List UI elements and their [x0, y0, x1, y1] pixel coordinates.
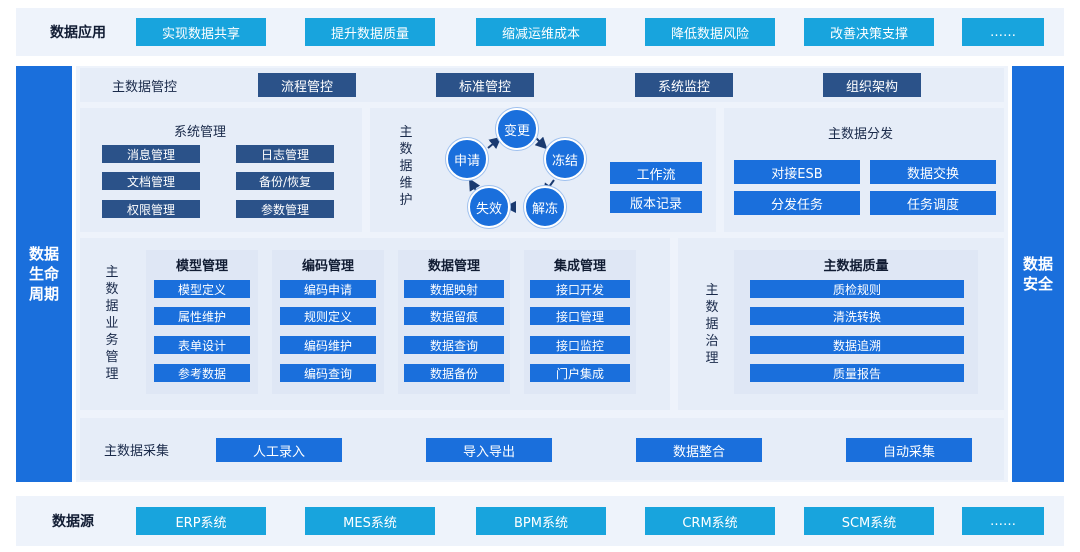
- integration-item-2[interactable]: 接口监控: [530, 336, 630, 354]
- control-item-2[interactable]: 系统监控: [635, 73, 733, 97]
- lifecycle-sidebar: 数据 生命 周期: [16, 66, 72, 482]
- collection-item-2[interactable]: 数据整合: [636, 438, 762, 462]
- cycle-invalid[interactable]: 失效: [468, 186, 510, 228]
- source-item-1[interactable]: MES系统: [305, 507, 435, 535]
- collection-item-1[interactable]: 导入导出: [426, 438, 552, 462]
- collection-item-3[interactable]: 自动采集: [846, 438, 972, 462]
- system-item-4[interactable]: 权限管理: [102, 200, 200, 218]
- integration-item-3[interactable]: 门户集成: [530, 364, 630, 382]
- data-application-title: 数据应用: [50, 25, 106, 41]
- model-item-1[interactable]: 属性维护: [154, 307, 250, 325]
- data-item-1[interactable]: 数据留痕: [404, 307, 504, 325]
- integration-item-1[interactable]: 接口管理: [530, 307, 630, 325]
- system-item-3[interactable]: 备份/恢复: [236, 172, 334, 190]
- top-item-5[interactable]: ……: [962, 18, 1044, 46]
- quality-item-1[interactable]: 清洗转换: [750, 307, 964, 325]
- security-label: 数据 安全: [1022, 255, 1053, 293]
- cycle-apply[interactable]: 申请: [446, 138, 488, 180]
- model-item-3[interactable]: 参考数据: [154, 364, 250, 382]
- top-item-0[interactable]: 实现数据共享: [136, 18, 266, 46]
- source-item-0[interactable]: ERP系统: [136, 507, 266, 535]
- top-item-4[interactable]: 改善决策支撑: [804, 18, 934, 46]
- control-item-1[interactable]: 标准管控: [436, 73, 534, 97]
- source-item-5[interactable]: ……: [962, 507, 1044, 535]
- quality-item-2[interactable]: 数据追溯: [750, 336, 964, 354]
- data-item-2[interactable]: 数据查询: [404, 336, 504, 354]
- integration-item-0[interactable]: 接口开发: [530, 280, 630, 298]
- governance-vertical-label: 主 数 据 治 理: [705, 283, 719, 366]
- lifecycle-label: 数据 生命 周期: [28, 245, 59, 303]
- source-item-3[interactable]: CRM系统: [645, 507, 775, 535]
- distribution-item-1[interactable]: 数据交换: [870, 160, 996, 184]
- cycle-change[interactable]: 变更: [496, 108, 538, 150]
- top-item-2[interactable]: 缩减运维成本: [476, 18, 606, 46]
- cycle-freeze[interactable]: 冻结: [544, 138, 586, 180]
- data-source-title: 数据源: [52, 514, 94, 530]
- code-item-1[interactable]: 规则定义: [280, 307, 376, 325]
- system-item-2[interactable]: 文档管理: [102, 172, 200, 190]
- code-item-0[interactable]: 编码申请: [280, 280, 376, 298]
- model-management-title: 模型管理: [175, 258, 228, 274]
- top-item-1[interactable]: 提升数据质量: [305, 18, 435, 46]
- data-item-0[interactable]: 数据映射: [404, 280, 504, 298]
- version-record-button[interactable]: 版本记录: [610, 191, 702, 213]
- distribution-item-2[interactable]: 分发任务: [734, 191, 860, 215]
- master-control-title: 主数据管控: [112, 79, 178, 95]
- model-item-0[interactable]: 模型定义: [154, 280, 250, 298]
- collection-item-0[interactable]: 人工录入: [216, 438, 342, 462]
- maintenance-vertical-label: 主 数 据 维 护: [399, 125, 413, 208]
- quality-title: 主数据质量: [823, 258, 889, 274]
- business-vertical-label: 主 数 据 业 务 管 理: [105, 265, 119, 382]
- code-item-2[interactable]: 编码维护: [280, 336, 376, 354]
- model-item-2[interactable]: 表单设计: [154, 336, 250, 354]
- top-item-3[interactable]: 降低数据风险: [645, 18, 775, 46]
- data-item-3[interactable]: 数据备份: [404, 364, 504, 382]
- code-management-title: 编码管理: [301, 258, 354, 274]
- system-management-title: 系统管理: [174, 124, 227, 140]
- distribution-title: 主数据分发: [828, 126, 894, 142]
- control-item-0[interactable]: 流程管控: [258, 73, 356, 97]
- control-item-3[interactable]: 组织架构: [823, 73, 921, 97]
- quality-item-3[interactable]: 质量报告: [750, 364, 964, 382]
- distribution-item-3[interactable]: 任务调度: [870, 191, 996, 215]
- integration-management-title: 集成管理: [553, 258, 606, 274]
- security-sidebar: 数据 安全: [1012, 66, 1064, 482]
- distribution-item-0[interactable]: 对接ESB: [734, 160, 860, 184]
- system-item-0[interactable]: 消息管理: [102, 145, 200, 163]
- collection-title: 主数据采集: [104, 443, 170, 459]
- code-item-3[interactable]: 编码查询: [280, 364, 376, 382]
- system-item-1[interactable]: 日志管理: [236, 145, 334, 163]
- workflow-button[interactable]: 工作流: [610, 162, 702, 184]
- system-item-5[interactable]: 参数管理: [236, 200, 334, 218]
- source-item-2[interactable]: BPM系统: [476, 507, 606, 535]
- data-management-title: 数据管理: [427, 258, 480, 274]
- cycle-unfreeze[interactable]: 解冻: [524, 186, 566, 228]
- quality-item-0[interactable]: 质检规则: [750, 280, 964, 298]
- source-item-4[interactable]: SCM系统: [804, 507, 934, 535]
